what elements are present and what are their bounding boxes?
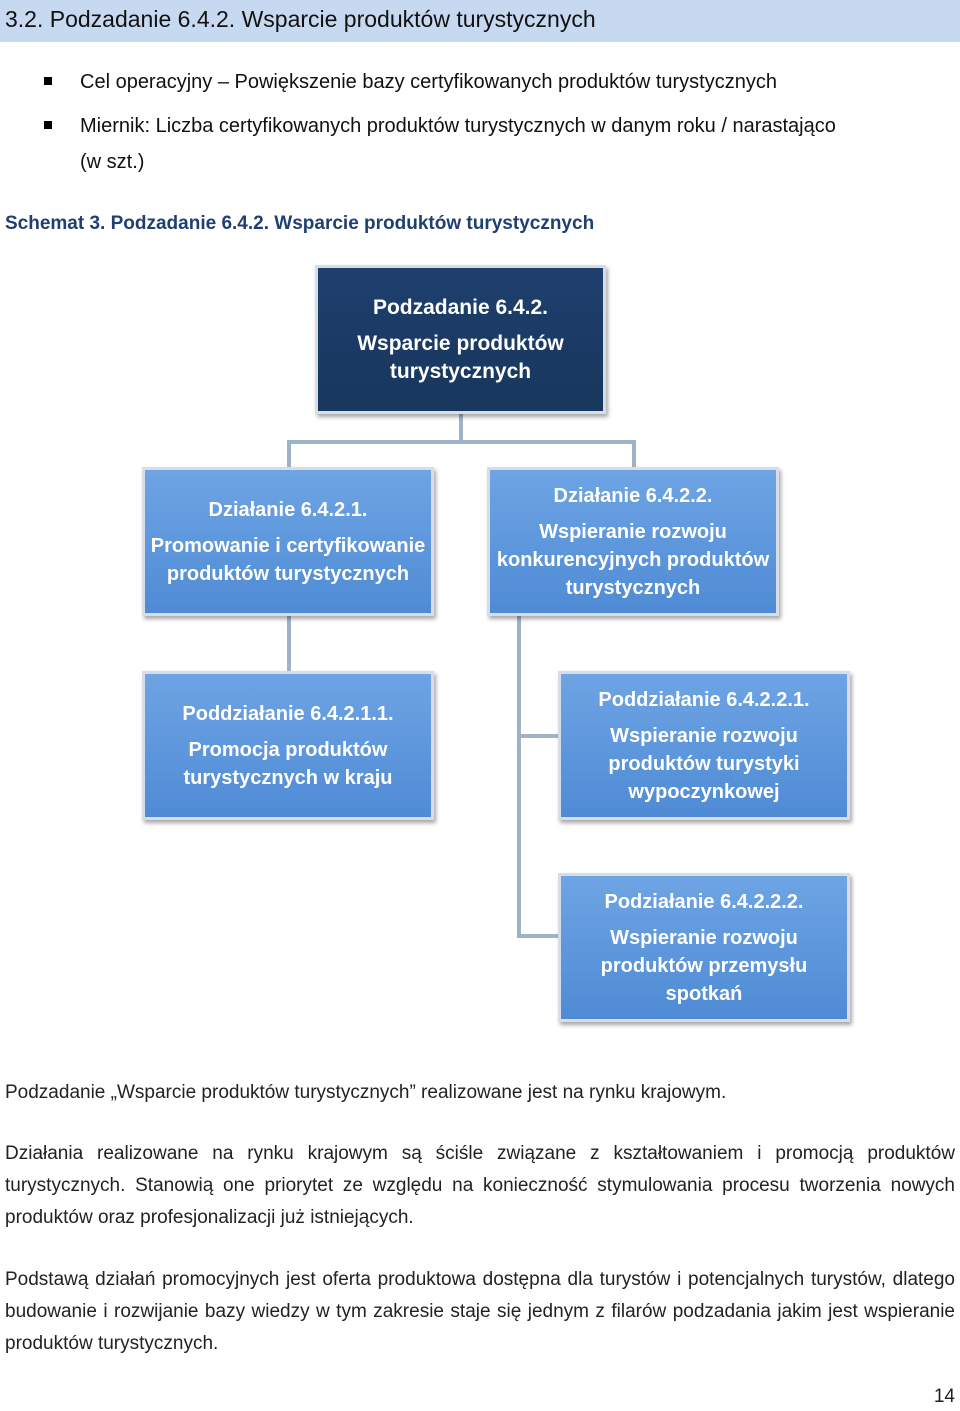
connector-to-sub2	[517, 734, 561, 738]
connector-to-action1	[287, 440, 291, 470]
square-bullet-icon	[44, 121, 52, 129]
sub2-box: Poddziałanie 6.4.2.2.1. Wspieranie rozwo…	[558, 671, 850, 820]
connector-root-down	[459, 412, 463, 442]
root-name: Wsparcie produktów turystycznych	[357, 331, 564, 383]
page-number: 14	[933, 1386, 955, 1407]
org-diagram: Podzadanie 6.4.2. Wsparcie produktów tur…	[0, 260, 960, 1040]
paragraph-2: Działania realizowane na rynku krajowym …	[5, 1143, 955, 1228]
connector-action1-to-sub1	[287, 615, 291, 673]
sub1-box: Poddziałanie 6.4.2.1.1. Promocja produkt…	[142, 671, 434, 820]
connector-to-sub3	[517, 934, 561, 938]
sub2-title: Poddziałanie 6.4.2.2.1.	[598, 688, 810, 711]
bullet-list: Cel operacyjny – Powiększenie bazy certy…	[0, 64, 960, 186]
paragraph-3: Podstawą działań promocyjnych jest ofert…	[5, 1269, 955, 1354]
diagram-caption: Schemat 3. Podzadanie 6.4.2. Wsparcie pr…	[5, 213, 595, 234]
root-title: Podzadanie 6.4.2.	[372, 295, 549, 319]
paragraph-1: Podzadanie „Wsparcie produktów turystycz…	[5, 1082, 727, 1103]
bullet-text: Miernik: Liczba certyfikowanych produktó…	[80, 115, 836, 173]
action1-box: Działanie 6.4.2.1. Promowanie i certyfik…	[142, 467, 434, 616]
square-bullet-icon	[44, 77, 52, 85]
sub1-name: Promocja produktów turystycznych w kraju	[183, 738, 393, 789]
action2-title: Działanie 6.4.2.2.	[553, 484, 713, 507]
action1-title: Działanie 6.4.2.1.	[208, 498, 368, 521]
connector-to-action2	[632, 440, 636, 470]
sub1-title: Poddziałanie 6.4.2.1.1.	[182, 702, 394, 725]
root-box: Podzadanie 6.4.2. Wsparcie produktów tur…	[315, 265, 606, 414]
action2-box: Działanie 6.4.2.2. Wspieranie rozwoju ko…	[487, 467, 779, 616]
connector-action2-trunk	[517, 615, 521, 936]
section-heading: 3.2. Podzadanie 6.4.2. Wsparcie produktó…	[0, 0, 960, 42]
bullet-item-measure: Miernik: Liczba certyfikowanych produktó…	[0, 108, 960, 180]
sub3-name: Wspieranie rozwoju produktów przemysłu s…	[600, 926, 808, 1005]
action1-name: Promowanie i certyfikowanie produktów tu…	[150, 534, 426, 585]
bullet-text: Cel operacyjny – Powiększenie bazy certy…	[80, 71, 777, 93]
sub2-name: Wspieranie rozwoju produktów turystyki w…	[608, 724, 800, 803]
bullet-item-goal: Cel operacyjny – Powiększenie bazy certy…	[0, 64, 960, 100]
sub3-title: Podziałanie 6.4.2.2.2.	[604, 890, 804, 913]
action2-name: Wspieranie rozwoju konkurencyjnych produ…	[496, 520, 770, 599]
connector-horizontal-top	[287, 440, 636, 444]
sub3-box: Podziałanie 6.4.2.2.2. Wspieranie rozwoj…	[558, 873, 850, 1022]
